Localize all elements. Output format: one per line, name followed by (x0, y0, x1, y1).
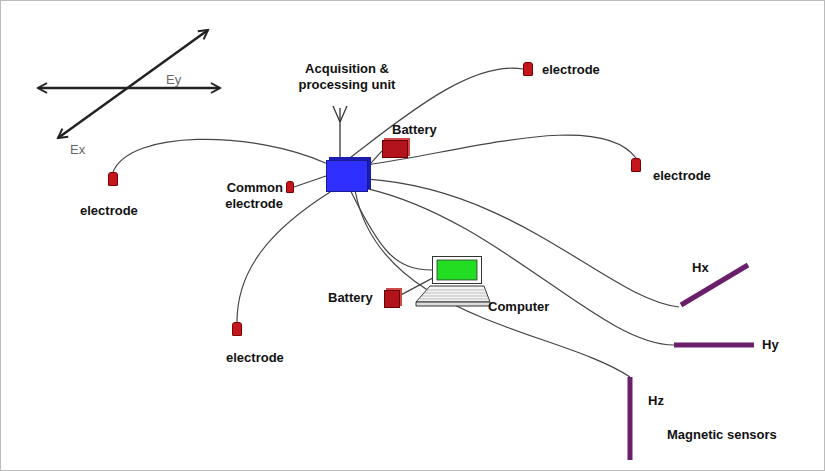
sensor-bar (626, 377, 634, 460)
node-label: Hx (692, 260, 709, 276)
free-label: Ey (166, 72, 181, 88)
electrode-symbol: electrode (108, 172, 118, 186)
acquisition-unit: Acquisition & processing unit (326, 160, 368, 192)
antenna (333, 106, 347, 160)
magnetic-sensor: Hy (674, 341, 754, 349)
electrode-symbol: electrode (523, 62, 533, 76)
cable (351, 192, 432, 270)
electrode-symbol: electrode (232, 322, 242, 336)
node-label: Battery (328, 290, 373, 306)
magnetic-sensor: Hz (626, 377, 634, 460)
node-label: Computer (488, 299, 549, 315)
electrode-symbol: Common electrode (286, 181, 294, 193)
sensor-bar (674, 341, 754, 349)
node-label: electrode (542, 62, 600, 78)
cable (355, 192, 630, 377)
node-label: electrode (80, 203, 138, 219)
node-label: Hy (762, 337, 779, 353)
cable (237, 192, 330, 322)
free-label: Magnetic sensors (667, 427, 777, 443)
node-label: Acquisition & processing unit (277, 61, 417, 93)
cable (368, 179, 679, 307)
laptop-computer: Computer (432, 256, 482, 284)
axis-ex (58, 30, 208, 138)
node-label: Battery (392, 122, 437, 138)
cable (368, 189, 674, 345)
magnetic-sensor: Hx (679, 263, 750, 307)
node-label: Hz (648, 393, 664, 409)
battery-symbol: Battery (384, 290, 400, 308)
node-label: Common electrode (203, 180, 283, 212)
electrode-symbol: electrode (631, 158, 641, 172)
node-label: electrode (226, 350, 284, 366)
cable (368, 135, 636, 165)
laptop-drawing (432, 256, 482, 284)
battery-symbol: Battery (382, 140, 408, 158)
node-label: electrode (653, 168, 711, 184)
sensor-bar (679, 263, 750, 307)
cable (294, 176, 326, 187)
free-label: Ex (70, 142, 85, 158)
cable (113, 139, 326, 172)
